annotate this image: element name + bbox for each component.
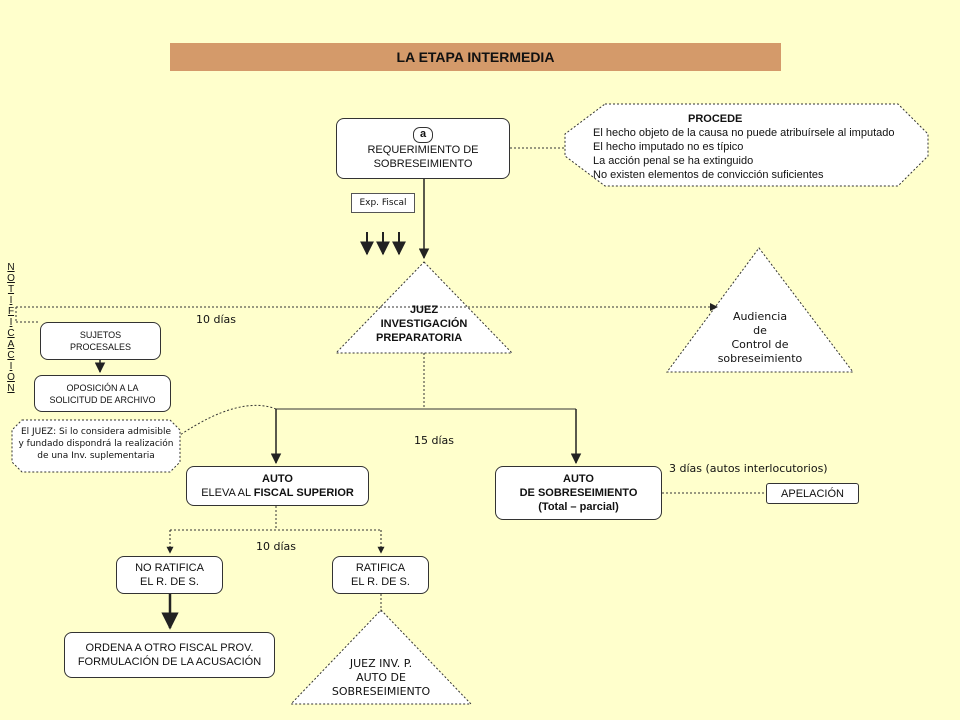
notif-letter: O [7,372,15,383]
juez-inv-triangle [289,609,473,705]
procede-item: No existen elementos de convicción sufic… [593,169,824,181]
juez-inv-line3: SOBRESEIMIENTO [331,685,431,698]
notif-letter: N [7,262,15,273]
audiencia-text: Audiencia de Control de sobreseimiento [705,310,815,366]
audiencia-line4: sobreseimiento [717,352,803,365]
ratifica-box[interactable]: RATIFICA EL R. DE S. [332,556,429,594]
el-juez-octagon [11,419,181,473]
ordena-line2: FORMULACIÓN DE LA ACUSACIÓN [77,656,262,668]
badge-a: a [413,126,433,143]
el-juez-line1: El JUEZ: Si lo considera admisible [20,427,172,437]
el-juez-line3: de una Inv. suplementaria [37,451,155,461]
notif-letter: I [9,295,13,306]
dias-3-label: 3 días (autos interlocutorios) [669,462,828,475]
ordena-box[interactable]: ORDENA A OTRO FISCAL PROV. FORMULACIÓN D… [64,632,275,678]
notif-letter: C [7,328,15,339]
auto-sob-line2: DE SOBRESEIMIENTO [519,487,638,499]
notif-letter: I [9,361,13,372]
el-juez-text: El JUEZ: Si lo considera admisible y fun… [10,426,182,462]
auto-eleva-line2: ELEVA AL FISCAL SUPERIOR [201,486,354,500]
auto-sob-line3: (Total – parcial) [538,501,619,513]
ordena-line1: ORDENA A OTRO FISCAL PROV. [85,642,254,654]
auto-eleva-line1: AUTO [262,473,293,485]
oposicion-line1: OPOSICIÓN A LA [66,382,139,393]
requerimiento-box[interactable]: a REQUERIMIENTO DE SOBRESEIMIENTO [336,118,510,179]
audiencia-line1: Audiencia [732,310,788,323]
notif-letter: O [7,273,15,284]
dias-15-label: 15 días [414,434,455,447]
auto-sobreseimiento-box[interactable]: AUTO DE SOBRESEIMIENTO (Total – parcial) [495,466,662,520]
audiencia-line2: de [753,324,767,337]
el-juez-line2: y fundado dispondrá la realización [18,439,174,449]
no-ratifica-line2: EL R. DE S. [140,576,199,588]
procede-heading: PROCEDE [688,113,743,125]
no-ratifica-box[interactable]: NO RATIFICA EL R. DE S. [116,556,223,594]
audiencia-line3: Control de [731,338,789,351]
requerimiento-line1: REQUERIMIENTO DE [367,143,479,156]
juez-line1: JUEZ [409,304,439,316]
juez-text: JUEZ INVESTIGACIÓN PREPARATORIA [364,303,484,345]
oposicion-line2: SOLICITUD DE ARCHIVO [49,394,156,405]
auto-eleva-line2b: FISCAL SUPERIOR [253,487,354,499]
oposicion-box[interactable]: OPOSICIÓN A LA SOLICITUD DE ARCHIVO [34,375,171,412]
page-title: LA ETAPA INTERMEDIA [170,43,781,71]
notif-letter: N [7,383,15,394]
audiencia-triangle [666,247,855,373]
sujetos-box[interactable]: SUJETOS PROCESALES [40,322,161,360]
notif-letter: T [7,284,15,295]
procede-text: PROCEDE El hecho objeto de la causa no p… [593,112,928,182]
juez-inv-line1: JUEZ INV. P. [349,657,413,670]
auto-eleva-line2a: ELEVA AL [201,487,254,499]
sujetos-line1: SUJETOS [79,330,122,340]
exp-fiscal-label: Exp. Fiscal [351,193,415,213]
procede-item: La acción penal se ha extinguido [593,155,754,167]
apelacion-box[interactable]: APELACIÓN [766,483,859,504]
procede-octagon [564,103,929,187]
juez-inv-line2: AUTO DE [356,671,406,684]
el-juez-connector [179,404,277,436]
juez-inv-text: JUEZ INV. P. AUTO DE SOBRESEIMIENTO [316,657,446,699]
notif-letter: I [9,317,13,328]
notificacion-label: N O T I F I C A C I O N [6,262,16,394]
audiencia-arrow-head [710,303,718,311]
notif-letter: F [7,306,15,317]
juez-line3: PREPARATORIA [376,332,463,344]
sujetos-line2: PROCESALES [69,342,132,352]
ratifica-line2: EL R. DE S. [351,576,410,588]
auto-sob-line1: AUTO [563,473,594,485]
procede-item: El hecho imputado no es típico [593,141,744,153]
procede-item: El hecho objeto de la causa no puede atr… [593,127,895,139]
no-ratifica-line1: NO RATIFICA [135,562,204,574]
requerimiento-line2: SOBRESEIMIENTO [373,157,473,170]
notif-letter: C [7,350,15,361]
auto-eleva-box[interactable]: AUTO ELEVA AL FISCAL SUPERIOR [186,466,369,506]
dias-10-label-2: 10 días [256,540,297,553]
juez-line2: INVESTIGACIÓN [380,318,468,330]
ratifica-line1: RATIFICA [355,562,406,574]
dias-10-label: 10 días [196,313,237,326]
apelacion-label: APELACIÓN [781,487,844,500]
notif-letter: A [7,339,15,350]
